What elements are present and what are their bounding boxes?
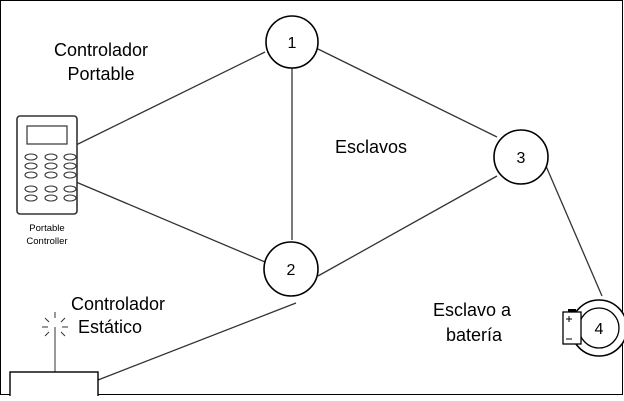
portable-controller-device-icon xyxy=(16,115,78,215)
portable-controller-label-line1: Controlador xyxy=(54,40,148,60)
battery-slave-label-line1: Esclavo a xyxy=(433,300,512,320)
node-1: 1 xyxy=(265,15,319,69)
link-node-3-to-node-4 xyxy=(545,165,603,297)
portable-controller-label-line2: Portable xyxy=(67,64,134,84)
link-node-1-to-node-3 xyxy=(317,48,498,138)
battery-icon xyxy=(562,309,582,345)
node-3-circle xyxy=(493,129,549,185)
node-2-label: 2 xyxy=(287,262,296,279)
node-1-circle xyxy=(265,15,319,69)
link-portable-to-node-2 xyxy=(75,181,266,263)
node-4: 4 xyxy=(570,299,624,357)
device-caption-line1: Portable xyxy=(29,223,64,234)
node-1-label: 1 xyxy=(288,35,297,52)
slaves-label: Esclavos xyxy=(335,137,407,157)
node-3-label: 3 xyxy=(517,150,526,167)
static-controller-label-line2: Estático xyxy=(78,317,142,337)
link-node-2-to-node-3 xyxy=(317,175,498,277)
antenna-icon xyxy=(42,312,68,372)
device-caption-line2: Controller xyxy=(26,236,67,247)
link-portable-to-node-1 xyxy=(75,51,266,146)
link-node-2-to-static xyxy=(97,302,297,381)
node-2-circle xyxy=(263,241,319,297)
connections xyxy=(75,48,603,381)
node-4-label: 4 xyxy=(595,321,604,338)
static-controller-device-box xyxy=(9,371,99,401)
node-2: 2 xyxy=(263,241,319,297)
static-controller-label-line1: Controlador xyxy=(71,294,165,314)
battery-slave-label-line2: batería xyxy=(446,325,503,345)
node-3: 3 xyxy=(493,129,549,185)
